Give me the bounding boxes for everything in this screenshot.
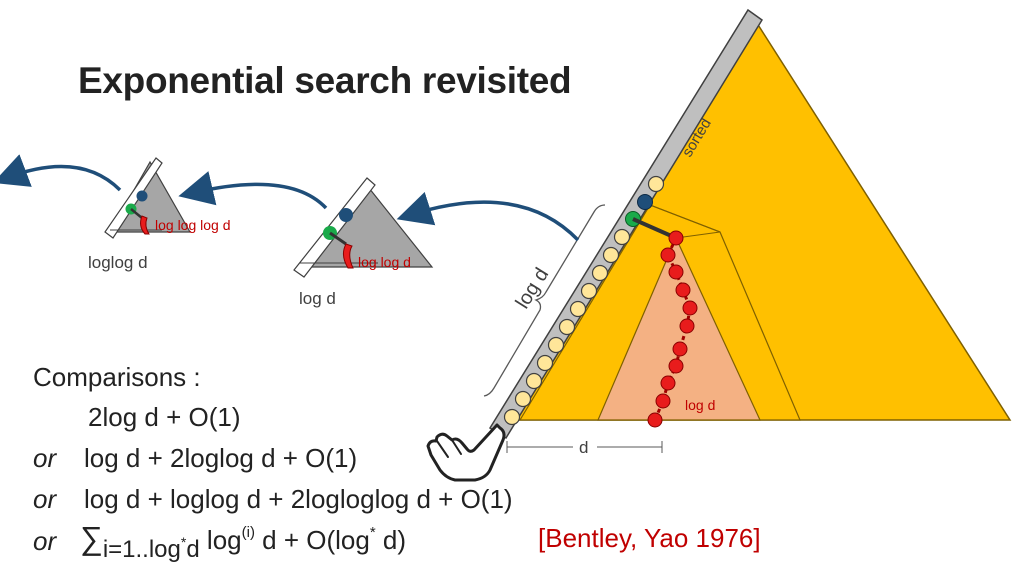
loglog-d-small-label: log log d [358,254,411,270]
search-path: log d [632,217,715,428]
path-node [655,393,671,409]
medium-tree: log log d log d [293,177,434,308]
comparison-line-1: 2log d + O(1) [88,402,241,432]
comparison-line-3: log d + loglog d + 2logloglog d + O(1) [84,484,513,514]
path-node [660,375,676,391]
medium-bar [293,177,376,278]
path-node [668,358,684,374]
loglog-d-tiny-label: loglog d [88,253,148,272]
bead [591,264,609,282]
blue-node [637,194,653,210]
comparison-line-4: ∑i=1..log*d log(i) d + O(log* d) [80,520,407,563]
bead [647,175,665,193]
arrow-left [0,154,122,192]
tiny-bar [104,157,163,239]
path-node [682,300,698,316]
comparisons-heading: Comparisons : [33,362,201,392]
bead [536,354,554,372]
bead [602,246,620,264]
tiny-blue-node [136,190,148,202]
hand-pointer-icon [426,423,506,482]
or-label-1: or [33,443,57,473]
arrow-middle [178,171,328,210]
bead-row [503,175,665,426]
sum-range: i=1..log*d [102,534,200,563]
salmon-subtree [597,236,761,421]
citation: [Bentley, Yao 1976] [538,523,761,553]
comparison-line-2: log d + 2loglog d + O(1) [84,443,358,473]
path-node [668,230,684,246]
path-node [672,341,688,357]
bead [514,390,532,408]
medium-blue-node [339,208,353,222]
sigma-symbol: ∑ [80,520,103,556]
path-node [660,247,676,263]
path-node [647,412,663,428]
bead [547,336,565,354]
log-d-diag-label: log d [512,264,554,312]
path-node [668,264,684,280]
arrow-right [396,191,580,242]
path-node [679,318,695,334]
bead [580,282,598,300]
bead [503,408,521,426]
logloglog-d-tiny-label: log log log d [155,217,231,233]
log-d-small-label: log d [299,289,336,308]
or-label-2: or [33,484,57,514]
d-label: d [579,438,588,457]
page-title: Exponential search revisited [78,60,572,101]
path-node [675,282,691,298]
d-dimension: d [506,438,663,457]
main-tree [513,18,1012,421]
bead [569,300,587,318]
bead [558,318,576,336]
tiny-tree: log log log d loglog d [88,157,231,272]
bead [525,372,543,390]
bead [613,228,631,246]
log-d-inner-label: log d [685,397,715,413]
or-label-3: or [33,526,57,556]
